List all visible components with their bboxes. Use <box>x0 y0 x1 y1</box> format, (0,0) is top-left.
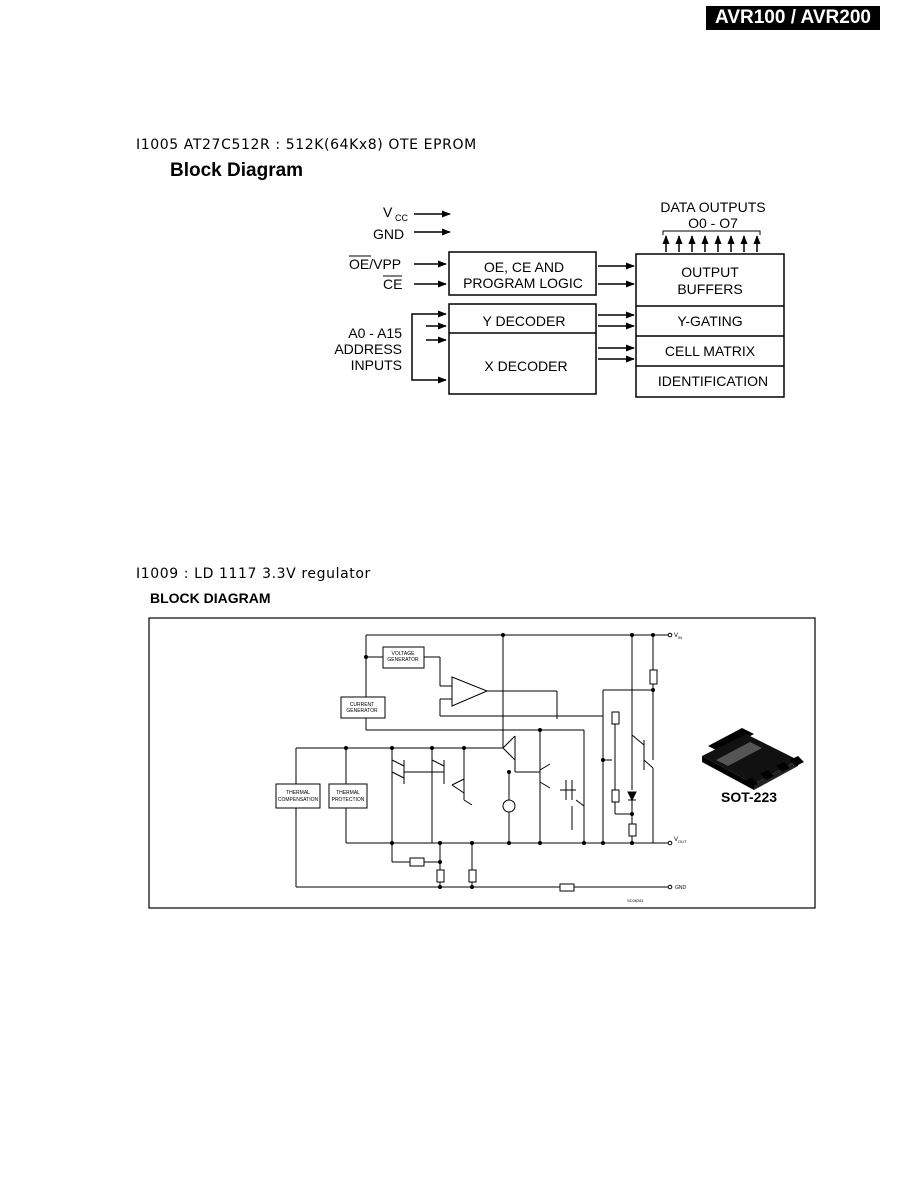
diode <box>627 791 637 802</box>
y-decoder-label: Y DECODER <box>483 313 566 329</box>
svg-text:GENERATOR: GENERATOR <box>346 708 378 714</box>
gnd-terminal <box>667 884 673 890</box>
regulator-heading: BLOCK DIAGRAM <box>150 590 271 606</box>
logic-block <box>448 251 597 296</box>
cell-matrix-label: CELL MATRIX <box>665 343 756 359</box>
identification-label: IDENTIFICATION <box>658 373 768 389</box>
ce-label: CE <box>383 276 402 292</box>
output-label-2: BUFFERS <box>677 281 742 297</box>
resistor-gnd <box>559 883 575 892</box>
sot223-package-icon <box>702 728 804 790</box>
eprom-section-title: I1005 AT27C512R : 512K(64Kx8) OTE EPROM <box>136 137 477 153</box>
thermal-protection-box <box>328 783 368 809</box>
svg-text:THERMAL: THERMAL <box>286 790 310 796</box>
data-outputs-line1: DATA OUTPUTS <box>660 199 765 215</box>
svg-text:GND: GND <box>675 885 687 891</box>
logic-label-1: OE, CE AND <box>484 259 564 275</box>
svg-text:GENERATOR: GENERATOR <box>387 657 419 663</box>
address-line3: INPUTS <box>351 357 402 373</box>
svg-text:IN: IN <box>678 635 682 640</box>
resistor-vin <box>649 669 658 685</box>
svg-text:V: V <box>674 633 678 639</box>
thermal-compensation-box <box>275 783 321 809</box>
vin-terminal <box>667 632 673 638</box>
resistor-b2 <box>468 869 477 883</box>
resistor-r1 <box>611 711 620 725</box>
svg-text:V: V <box>674 837 678 843</box>
svg-text:VOLTAGE: VOLTAGE <box>392 651 416 657</box>
address-line1: A0 - A15 <box>348 325 402 341</box>
output-block <box>635 253 785 398</box>
model-badge: AVR100 / AVR200 <box>706 6 880 30</box>
current-source <box>502 799 516 813</box>
data-outputs-line2: O0 - O7 <box>688 215 738 231</box>
resistor-r3 <box>628 823 637 837</box>
svg-text:PROTECTION: PROTECTION <box>332 797 365 803</box>
vout-terminal <box>667 840 673 846</box>
svg-text:OUT: OUT <box>678 839 687 844</box>
x-decoder-label: X DECODER <box>484 358 567 374</box>
svg-text:THERMAL: THERMAL <box>336 790 360 796</box>
svg-text:COMPENSATION: COMPENSATION <box>278 797 319 803</box>
resistor-r2 <box>611 789 620 803</box>
svg-text:CURRENT: CURRENT <box>350 702 374 708</box>
logic-label-2: PROGRAM LOGIC <box>463 275 583 291</box>
oe-vpp-label: OE/VPP <box>349 256 401 272</box>
gnd-label: GND <box>373 226 404 242</box>
regulator-section-title: I1009 : LD 1117 3.3V regulator <box>136 566 371 582</box>
resistor-b1 <box>436 869 445 883</box>
vcc-label: V <box>383 204 393 220</box>
svg-text:SC06281: SC06281 <box>627 898 644 903</box>
output-label-1: OUTPUT <box>681 264 739 280</box>
package-label: SOT-223 <box>721 789 778 805</box>
vcc-subscript: CC <box>395 213 408 223</box>
decoder-block <box>448 303 597 395</box>
current-generator-box <box>340 696 386 719</box>
resistor-bottom <box>409 857 425 867</box>
eprom-heading: Block Diagram <box>170 160 304 181</box>
address-line2: ADDRESS <box>334 341 402 357</box>
y-gating-label: Y-GATING <box>677 313 742 329</box>
error-amplifier <box>451 676 489 707</box>
